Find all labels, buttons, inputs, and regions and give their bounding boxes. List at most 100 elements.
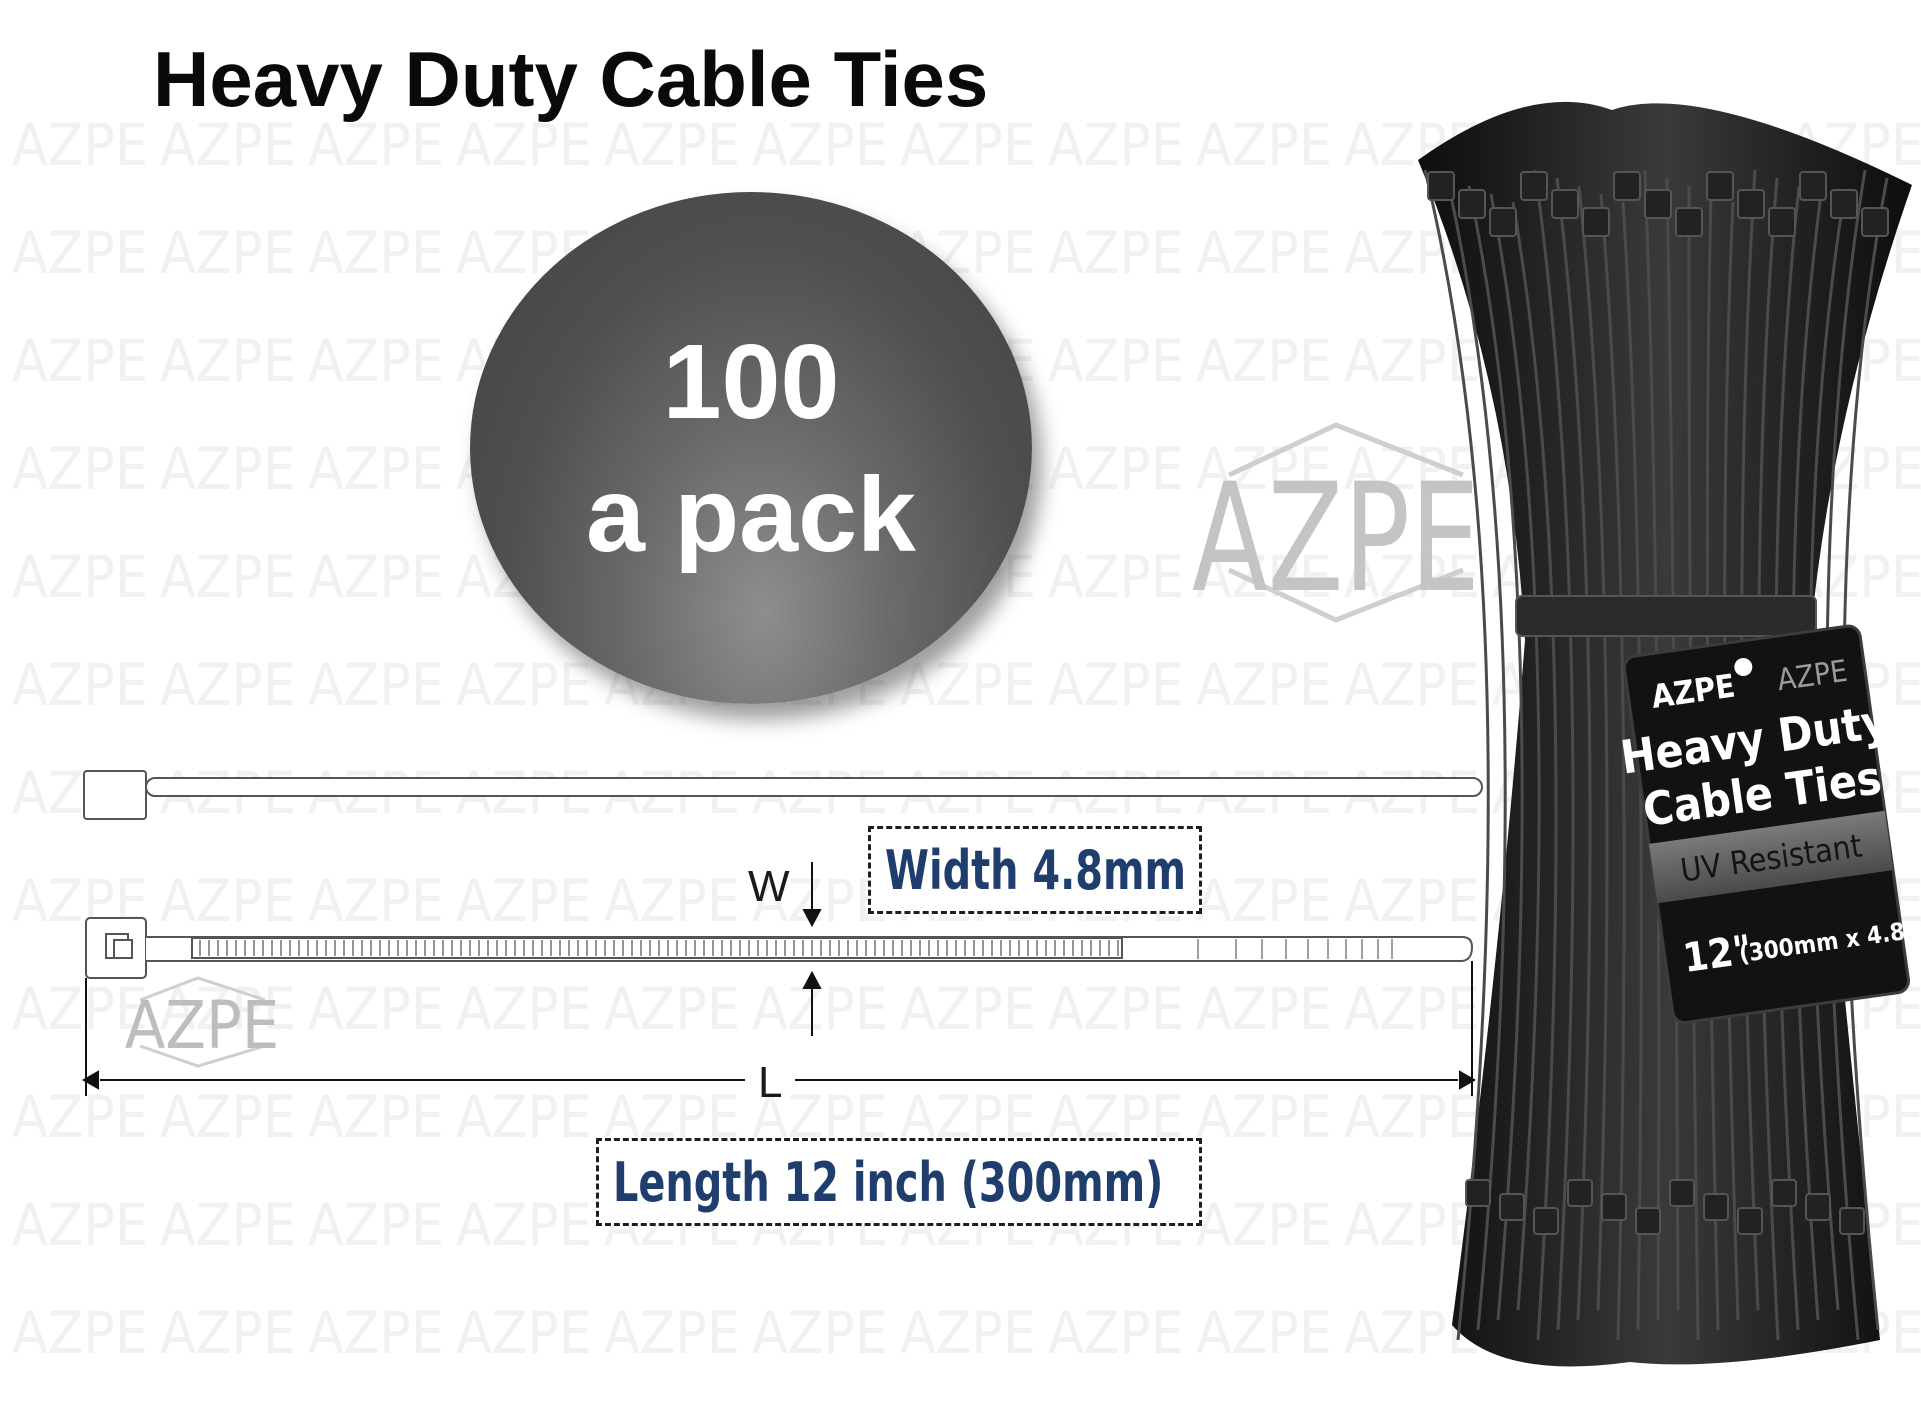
- watermark-text: AZPE: [1048, 111, 1184, 179]
- cable-tie-head: [1427, 171, 1455, 201]
- cable-tie-head: [1567, 1179, 1593, 1207]
- cable-tie-head: [1830, 189, 1858, 219]
- watermark-text: AZPE: [1196, 1191, 1332, 1259]
- length-callout: Length 12 inch (300mm): [596, 1138, 1202, 1226]
- cable-tie-head: [1644, 189, 1672, 219]
- watermark-text: AZPE: [12, 1299, 148, 1367]
- cable-tie-head: [1601, 1193, 1627, 1221]
- badge-unit: a pack: [585, 456, 916, 574]
- watermark-text: AZPE: [1344, 867, 1480, 935]
- badge-quantity: 100: [662, 323, 840, 441]
- watermark-text: AZPE: [160, 327, 296, 395]
- cable-tie-head: [1799, 171, 1827, 201]
- cable-tie-strand: [1489, 193, 1541, 1311]
- tie-top-view: [85, 917, 1474, 979]
- cable-tie-head: [1582, 207, 1610, 237]
- cable-tie-head: [1771, 1179, 1797, 1207]
- cable-tie-head: [1635, 1207, 1661, 1235]
- length-dimension-line: [81, 961, 1477, 1096]
- pack-quantity-badge: 100 a pack: [470, 192, 1032, 704]
- watermark-text: AZPE: [1048, 327, 1184, 395]
- watermark-text: AZPE: [456, 1191, 592, 1259]
- cable-tie-head: [1458, 189, 1486, 219]
- cable-tie-head: [1489, 207, 1517, 237]
- watermark-text: AZPE: [12, 327, 148, 395]
- cable-tie-head: [1675, 207, 1703, 237]
- watermark-text: AZPE: [456, 1299, 592, 1367]
- watermark-text: AZPE: [456, 1407, 592, 1415]
- watermark-text: AZPE: [1640, 1407, 1776, 1415]
- watermark-text: AZPE: [308, 975, 444, 1043]
- tie-side-view: [83, 770, 1483, 820]
- watermark-text: AZPE: [308, 219, 444, 287]
- watermark-text: AZPE: [1196, 975, 1332, 1043]
- cable-tie-head: [1533, 1207, 1559, 1235]
- watermark-text: AZPE: [160, 111, 296, 179]
- watermark-text: AZPE: [12, 219, 148, 287]
- watermark-text: AZPE: [12, 1191, 148, 1259]
- watermark-text: AZPE: [160, 867, 296, 935]
- watermark-text: AZPE: [1196, 651, 1332, 719]
- watermark-text: AZPE: [12, 1407, 148, 1415]
- watermark-text: AZPE: [308, 867, 444, 935]
- cable-tie-strand: [1577, 185, 1609, 1311]
- watermark-text: AZPE: [604, 975, 740, 1043]
- watermark-text: AZPE: [160, 219, 296, 287]
- cable-tie-head: [1499, 1193, 1525, 1221]
- cable-tie-head: [1703, 1193, 1729, 1221]
- width-dimension-arrows: [802, 862, 822, 1036]
- watermark-text: AZPE: [900, 1407, 1036, 1415]
- watermark-text: AZPE: [456, 651, 592, 719]
- watermark-text: AZPE: [12, 111, 148, 179]
- watermark-text: AZPE: [1048, 651, 1184, 719]
- watermark-text: AZPE: [1048, 1299, 1184, 1367]
- watermark-text: AZPE: [1196, 867, 1332, 935]
- cable-tie-strand: [1555, 177, 1592, 1321]
- watermark-text: AZPE: [1344, 975, 1480, 1043]
- cable-tie-head: [1613, 171, 1641, 201]
- watermark-text: AZPE: [160, 1083, 296, 1151]
- watermark-text: AZPE: [1344, 1191, 1480, 1259]
- cable-tie-head: [1839, 1207, 1865, 1235]
- cable-tie-head: [1551, 189, 1579, 219]
- cable-tie-strand: [1599, 193, 1626, 1341]
- watermark-text: AZPE: [308, 327, 444, 395]
- watermark-text: AZPE: [752, 867, 888, 935]
- cable-tie-strand: [1511, 201, 1558, 1341]
- watermark-text: AZPE: [308, 1299, 444, 1367]
- watermark-text: AZPE: [604, 111, 740, 179]
- cable-tie-head: [1520, 171, 1548, 201]
- watermark-text: AZPE: [308, 1407, 444, 1415]
- watermark-text: AZPE: [12, 975, 148, 1043]
- cable-tie-head: [1861, 207, 1889, 237]
- watermark-text: AZPE: [1048, 1407, 1184, 1415]
- watermark-text: AZPE: [1344, 435, 1480, 503]
- watermark-text: AZPE: [308, 111, 444, 179]
- watermark-text: AZPE: [1196, 1407, 1332, 1415]
- watermark-text: AZPE: [160, 543, 296, 611]
- watermark-text: AZPE: [1048, 543, 1184, 611]
- watermark-text: AZPE: [160, 1407, 296, 1415]
- cable-tie-strand: [1423, 169, 1490, 1341]
- width-symbol: W: [748, 862, 790, 911]
- small-logo-text: AZPE: [125, 987, 280, 1064]
- watermark-text: AZPE: [12, 651, 148, 719]
- cable-tie-head: [1737, 1207, 1763, 1235]
- watermark-text: AZPE: [752, 1407, 888, 1415]
- watermark-text: AZPE: [1344, 651, 1480, 719]
- cable-tie-head: [1706, 171, 1734, 201]
- watermark-text: AZPE: [1344, 1407, 1480, 1415]
- watermark-text: AZPE: [1048, 975, 1184, 1043]
- watermark-text: AZPE: [1196, 543, 1332, 611]
- watermark-text: AZPE: [12, 435, 148, 503]
- tag-size-inch: 12": [1680, 927, 1755, 982]
- watermark-text: AZPE: [1048, 219, 1184, 287]
- watermark-text: AZPE: [900, 111, 1036, 179]
- watermark-text: AZPE: [1344, 1083, 1480, 1151]
- watermark-text: AZPE: [456, 867, 592, 935]
- logo-text: AZPE: [1192, 452, 1480, 626]
- width-callout: Width 4.8mm: [868, 826, 1202, 914]
